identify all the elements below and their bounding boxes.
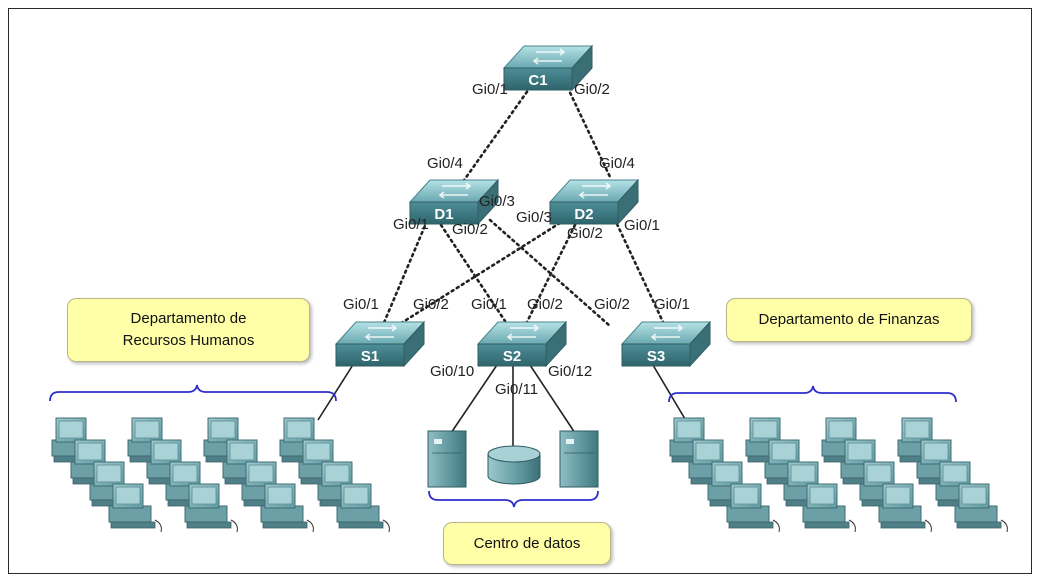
callout-datacenter-label: Centro de datos bbox=[473, 534, 581, 552]
port-label: Gi0/11 bbox=[495, 381, 538, 398]
port-label: Gi0/1 bbox=[343, 296, 379, 313]
switch-d2: D2 bbox=[549, 179, 639, 225]
port-label: Gi0/3 bbox=[479, 193, 515, 210]
port-label: Gi0/1 bbox=[472, 81, 508, 98]
computer-icon bbox=[802, 483, 856, 533]
port-label: Gi0/2 bbox=[413, 296, 449, 313]
switch-d2-label: D2 bbox=[574, 206, 593, 223]
switch-s1-label: S1 bbox=[361, 348, 379, 365]
group-brackets bbox=[49, 384, 957, 508]
storage-disk bbox=[487, 445, 541, 485]
port-label: Gi0/12 bbox=[548, 363, 592, 380]
switch-s2-label: S2 bbox=[503, 348, 521, 365]
port-label: Gi0/1 bbox=[471, 296, 507, 313]
port-label: Gi0/1 bbox=[624, 217, 660, 234]
callout-hr: Departamento de Recursos Humanos bbox=[67, 298, 310, 362]
server-left bbox=[427, 430, 467, 488]
switch-s3-label: S3 bbox=[647, 348, 665, 365]
switch-d1: D1 bbox=[409, 179, 499, 225]
port-label: Gi0/10 bbox=[430, 363, 474, 380]
port-label: Gi0/4 bbox=[427, 155, 463, 172]
switch-d1-label: D1 bbox=[434, 206, 453, 223]
port-label: Gi0/1 bbox=[393, 216, 429, 233]
port-label: Gi0/4 bbox=[599, 155, 635, 172]
server-right bbox=[559, 430, 599, 488]
callout-hr-line2: Recursos Humanos bbox=[122, 332, 255, 349]
callout-datacenter: Centro de datos bbox=[443, 522, 611, 565]
computer-icon bbox=[954, 483, 1008, 533]
port-label: Gi0/2 bbox=[574, 81, 610, 98]
finance-bracket bbox=[668, 385, 957, 403]
switch-c1-label: C1 bbox=[528, 72, 547, 89]
switch-s3: S3 bbox=[621, 321, 711, 367]
callout-finance-label: Departamento de Finanzas bbox=[758, 311, 940, 328]
port-label: Gi0/2 bbox=[567, 225, 603, 242]
port-label: Gi0/3 bbox=[516, 209, 552, 226]
computer-icon bbox=[726, 483, 780, 533]
callout-hr-line1: Departamento de bbox=[130, 310, 247, 327]
callout-finance: Departamento de Finanzas bbox=[726, 298, 972, 342]
switch-s1: S1 bbox=[335, 321, 425, 367]
hr-bracket bbox=[49, 384, 337, 402]
port-label: Gi0/2 bbox=[452, 221, 488, 238]
computer-icon bbox=[184, 483, 238, 533]
pc-group-hr bbox=[51, 417, 390, 533]
switch-s2: S2 bbox=[477, 321, 567, 367]
access-links bbox=[317, 359, 689, 451]
port-label: Gi0/1 bbox=[654, 296, 690, 313]
port-label: Gi0/2 bbox=[527, 296, 563, 313]
computer-icon bbox=[108, 483, 162, 533]
port-label: Gi0/2 bbox=[594, 296, 630, 313]
trunk-links bbox=[381, 80, 665, 329]
switch-c1: C1 bbox=[503, 45, 593, 91]
computer-icon bbox=[878, 483, 932, 533]
pc-group-finance bbox=[669, 417, 1008, 533]
datacenter-bracket bbox=[428, 490, 599, 508]
port-labels: Gi0/1 Gi0/2 Gi0/4 Gi0/4 Gi0/3 Gi0/3 Gi0/… bbox=[343, 81, 690, 398]
computer-icon bbox=[260, 483, 314, 533]
computer-icon bbox=[336, 483, 390, 533]
